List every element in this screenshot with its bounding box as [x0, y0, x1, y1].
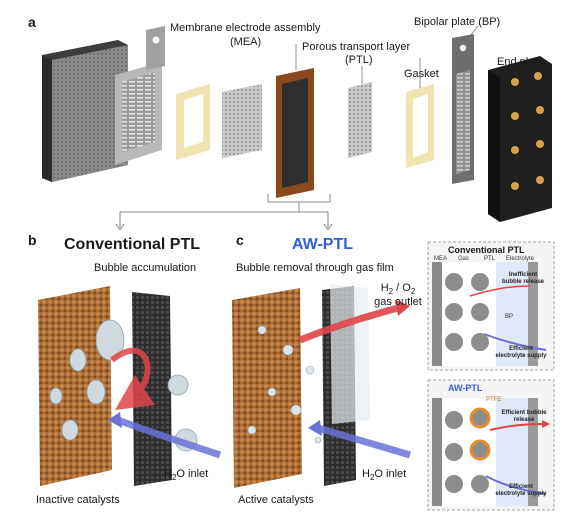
right-end-plate	[488, 56, 552, 222]
inset-top-release: Inefficient bubble release	[501, 272, 545, 285]
inset-bottom-supply: Efficient electrolyte supply	[495, 484, 547, 497]
small-bubbles	[247, 325, 322, 444]
inset-col-ptl: PTL	[484, 256, 496, 262]
left-ptl	[222, 84, 262, 158]
conventional-ptl-illustration	[38, 286, 222, 486]
water-inlet-arrow-c	[317, 424, 412, 459]
inset-ptfe-label: PTFE	[486, 397, 502, 403]
inset-top-supply: Efficient electrolyte supply	[495, 346, 547, 359]
water-inlet-label-b: H2O inlet	[164, 468, 209, 483]
right-ptl	[348, 82, 372, 158]
inset-bottom-title: AW-PTL	[448, 383, 483, 393]
bubble-removal-label: Bubble removal through gas film	[236, 262, 394, 274]
left-bipolar-plate	[115, 26, 165, 165]
bracket	[115, 194, 333, 231]
panel-letter-c: c	[236, 232, 244, 248]
inset-col-gas: Gas	[458, 256, 470, 262]
inset-top-title: Conventional PTL	[448, 245, 525, 255]
inset-bp-label: BP	[505, 314, 514, 320]
left-end-plate	[42, 40, 128, 182]
inset-col-mea: MEA	[434, 256, 448, 262]
ptl-label: Porous transport layer	[302, 41, 411, 53]
right-gasket	[406, 84, 434, 168]
inset-bottom-release: Efficient bubble release	[501, 410, 547, 423]
inset-aw-ptl	[427, 379, 555, 511]
water-inlet-arrow-b	[116, 416, 222, 459]
bubble-accumulation-label: Bubble accumulation	[94, 262, 197, 274]
active-catalysts-label: Active catalysts	[238, 494, 314, 506]
panel-letter-a: a	[28, 14, 36, 30]
ptl-abbr: (PTL)	[345, 54, 373, 66]
stack-exploded-view	[42, 25, 552, 231]
mea	[276, 68, 314, 198]
inactive-catalysts-label: Inactive catalysts	[36, 494, 120, 506]
mea-abbr: (MEA)	[230, 36, 262, 48]
left-gasket	[176, 84, 210, 160]
right-bipolar-plate	[452, 34, 474, 184]
blocked-gas-arrow	[110, 347, 155, 411]
bp-label: Bipolar plate (BP)	[414, 16, 501, 28]
aw-ptl-illustration	[232, 284, 412, 488]
conventional-title: Conventional PTL	[64, 236, 200, 253]
water-inlet-label-c: H2O inlet	[362, 468, 407, 483]
aw-ptl-title: AW-PTL	[292, 236, 353, 253]
inset-col-electrolyte: Electrolyte	[506, 256, 535, 262]
gas-outlet-arrow	[298, 304, 399, 344]
panel-letter-b: b	[28, 232, 37, 248]
inset-conventional	[427, 241, 555, 371]
mea-label: Membrane electrode assembly	[170, 22, 321, 34]
gasket-label: Gasket	[404, 68, 439, 80]
end-plate-label: End plate	[497, 56, 544, 68]
leader-lines	[295, 25, 479, 88]
